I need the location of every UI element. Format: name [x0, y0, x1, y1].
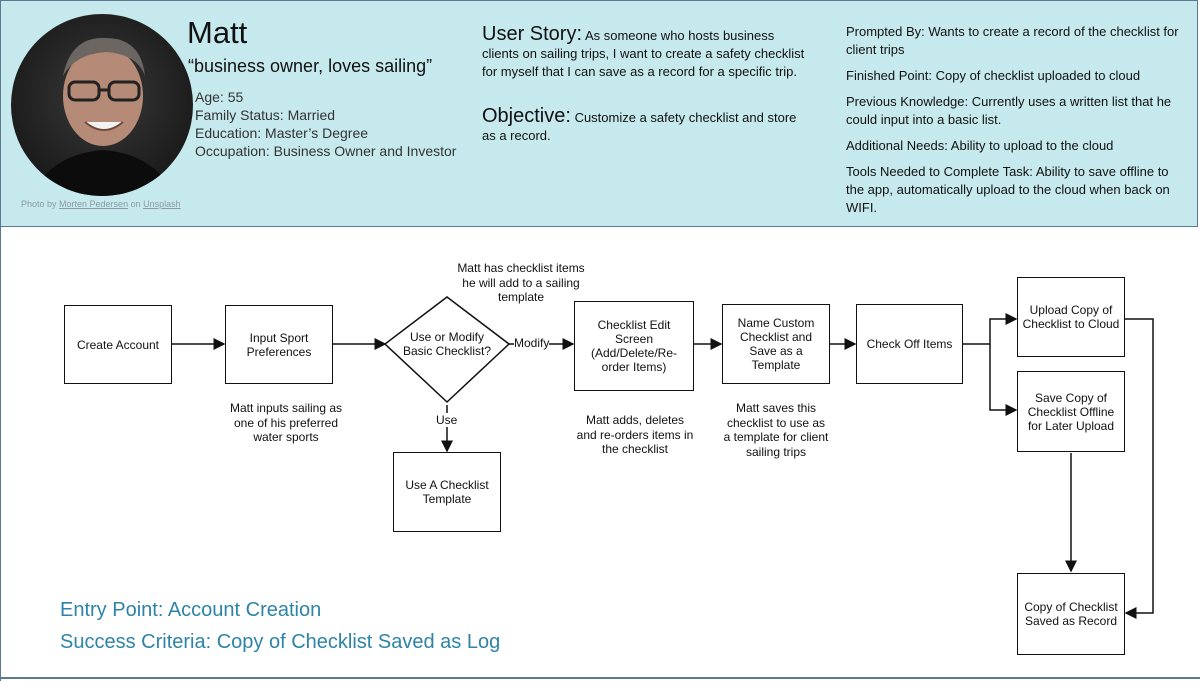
step-upload-cloud: Upload Copy of Checklist to Cloud — [1017, 277, 1125, 357]
persona-details: Prompted By: Wants to create a record of… — [846, 23, 1186, 225]
frame-left-border — [0, 227, 1, 681]
detail-previous-knowledge: Previous Knowledge: Currently uses a wri… — [846, 94, 1172, 127]
note-save: Matt saves this checklist to use as a te… — [723, 401, 829, 459]
entry-point: Entry Point: Account Creation — [60, 599, 322, 621]
step-use-template: Use A Checklist Template — [393, 452, 501, 532]
step-decision: Use or Modify Basic Checklist? — [402, 330, 492, 358]
credit-site-link[interactable]: Unsplash — [143, 199, 181, 209]
user-story-text: As someone who hosts business clients on… — [482, 28, 805, 79]
frame-bottom-border — [0, 677, 1200, 679]
photo-credit: Photo by Morten Pedersen on Unsplash — [21, 199, 181, 209]
fact-age: Age: 55 — [195, 89, 244, 105]
persona-name: Matt — [187, 15, 248, 50]
fact-occupation: Occupation: Business Owner and Investor — [195, 143, 457, 159]
flow-connectors — [172, 296, 1154, 619]
persona-header: Photo by Morten Pedersen on Unsplash Mat… — [0, 0, 1198, 227]
persona-facts: Age: 55 Family Status: Married Education… — [195, 88, 456, 160]
label-use: Use — [436, 413, 458, 427]
user-story: User Story: As someone who hosts busines… — [482, 23, 812, 81]
success-criteria: Success Criteria: Copy of Checklist Save… — [60, 631, 501, 653]
label-modify: Modify — [514, 336, 550, 350]
objective-heading: Objective: — [482, 105, 571, 127]
arrow-checkoff-to-offline — [989, 344, 1018, 416]
portrait-icon — [31, 37, 175, 196]
step-saved-record: Copy of Checklist Saved as Record — [1017, 573, 1125, 655]
fact-education: Education: Master’s Degree — [195, 125, 369, 141]
step-save-offline: Save Copy of Checklist Offline for Later… — [1017, 371, 1125, 452]
user-story-heading: User Story: — [482, 23, 583, 45]
note-edit: Matt adds, deletes and re-orders items i… — [576, 413, 694, 456]
step-create-account: Create Account — [64, 305, 172, 384]
fact-family: Family Status: Married — [195, 107, 336, 123]
objective-text: Customize a safety checklist and store a… — [482, 110, 797, 143]
arrow-checkoff-to-upload — [963, 313, 1018, 345]
credit-author-link[interactable]: Morten Pedersen — [59, 199, 129, 209]
detail-prompted-by: Prompted By: Wants to create a record of… — [846, 24, 1179, 57]
objective: Objective: Customize a safety checklist … — [482, 105, 812, 145]
step-input-sport: Input Sport Preferences — [225, 305, 333, 384]
note-sport: Matt inputs sailing as one of his prefer… — [229, 401, 343, 444]
detail-tools-needed: Tools Needed to Complete Task: Ability t… — [846, 164, 1170, 215]
decision-diamond-shape — [383, 296, 511, 404]
detail-additional-needs: Additional Needs: Ability to upload to t… — [846, 138, 1114, 153]
step-name-custom: Name Custom Checklist and Save as a Temp… — [722, 304, 830, 384]
step-edit-screen: Checklist Edit Screen (Add/Delete/Re-ord… — [574, 301, 694, 391]
detail-finished-point: Finished Point: Copy of checklist upload… — [846, 68, 1141, 83]
user-flow-diagram: Create Account Input Sport Preferences U… — [0, 227, 1200, 681]
persona-photo — [11, 14, 193, 196]
step-check-off: Check Off Items — [856, 304, 963, 384]
note-template: Matt has checklist items he will add to … — [457, 261, 585, 304]
persona-tagline: “business owner, loves sailing” — [188, 56, 433, 76]
arrow-upload-to-record — [1124, 318, 1154, 619]
